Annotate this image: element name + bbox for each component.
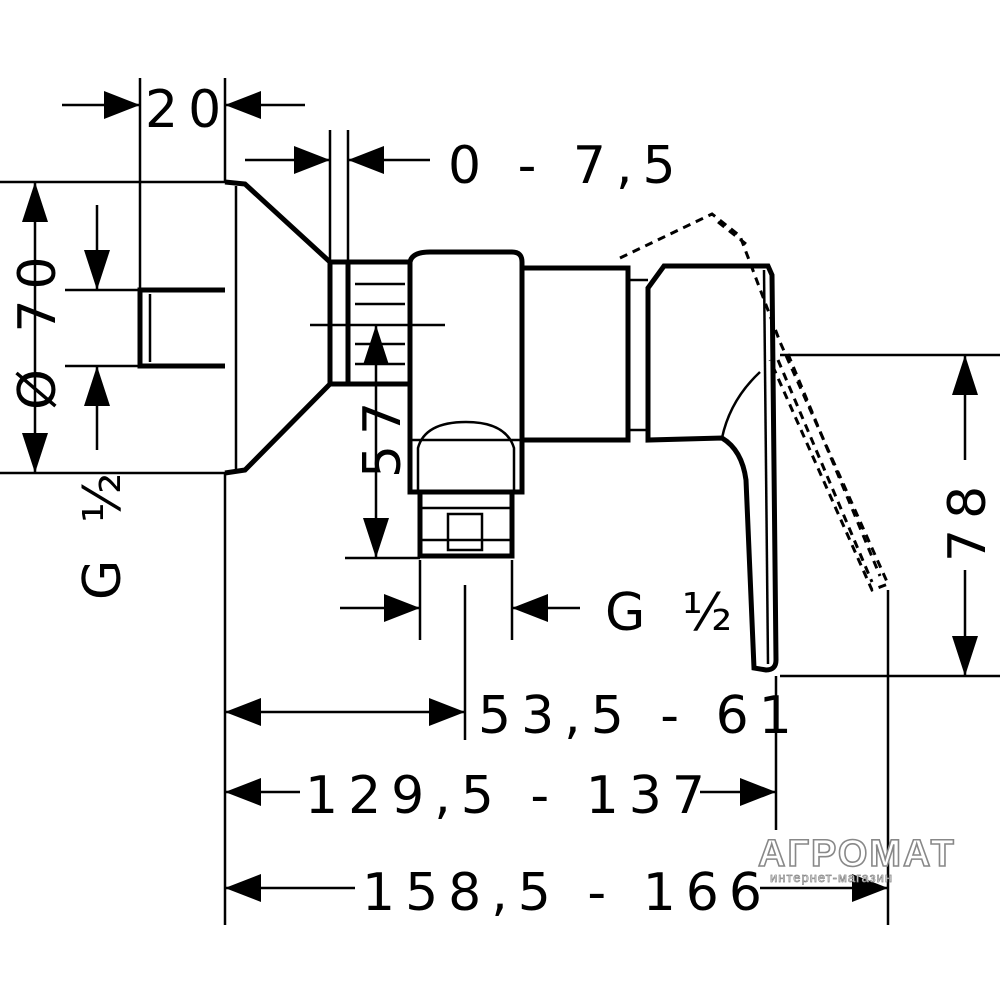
arrow-icon (225, 778, 261, 806)
arrow-icon (384, 594, 420, 622)
arrow-icon (84, 250, 110, 290)
arrow-icon (22, 182, 48, 222)
hex-nut (345, 259, 413, 387)
handle-lever (645, 263, 779, 673)
arrow-icon (84, 366, 110, 406)
arrow-icon (225, 91, 261, 119)
dim-inlet-thread: G ½ (73, 463, 133, 600)
arrow-icon (225, 698, 261, 726)
wall-flange (224, 179, 333, 476)
extension-lines (0, 78, 1000, 925)
arrow-icon (294, 146, 330, 174)
dim-body-length: 129,5 - 137 (305, 766, 715, 826)
arrow-icon (740, 778, 776, 806)
valve-body (407, 249, 525, 495)
arrow-icon (363, 518, 389, 558)
arrow-icon (952, 355, 978, 395)
handle-open-position (619, 212, 891, 592)
dimension-arrows (22, 91, 978, 902)
dim-wall-adjust: 0 - 7,5 (448, 136, 686, 196)
arrow-icon (348, 146, 384, 174)
watermark-tagline: интернет-магазин (770, 870, 893, 885)
watermark: АГРОМАТ интернет-магазин (757, 832, 956, 885)
arrow-icon (952, 636, 978, 676)
dim-total-length: 158,5 - 166 (362, 863, 772, 923)
arrow-icon (104, 91, 140, 119)
arrow-icon (852, 874, 888, 902)
outlet-fitting (417, 489, 515, 559)
arrow-icon (512, 594, 548, 622)
arrow-icon (429, 698, 465, 726)
dim-flange-depth: 20 (145, 80, 231, 140)
arrow-icon (363, 325, 389, 365)
dim-outlet-offset: 53,5 - 61 (478, 686, 802, 746)
arrow-icon (22, 433, 48, 473)
dim-handle-height: 78 (938, 476, 998, 562)
dimension-labels: 20 0 - 7,5 Ø 70 G ½ 57 G ½ 53,5 - 61 129… (8, 80, 998, 923)
arrow-icon (225, 874, 261, 902)
dim-flange-diameter: Ø 70 (8, 246, 68, 410)
cartridge-housing (519, 265, 631, 443)
dim-outlet-thread: G ½ (605, 583, 742, 643)
dim-body-height: 57 (353, 392, 413, 478)
inlet-pipe (137, 287, 225, 369)
watermark-brand: АГРОМАТ (758, 833, 956, 875)
mixer-outline (137, 179, 891, 673)
adjust-nut (327, 259, 351, 387)
